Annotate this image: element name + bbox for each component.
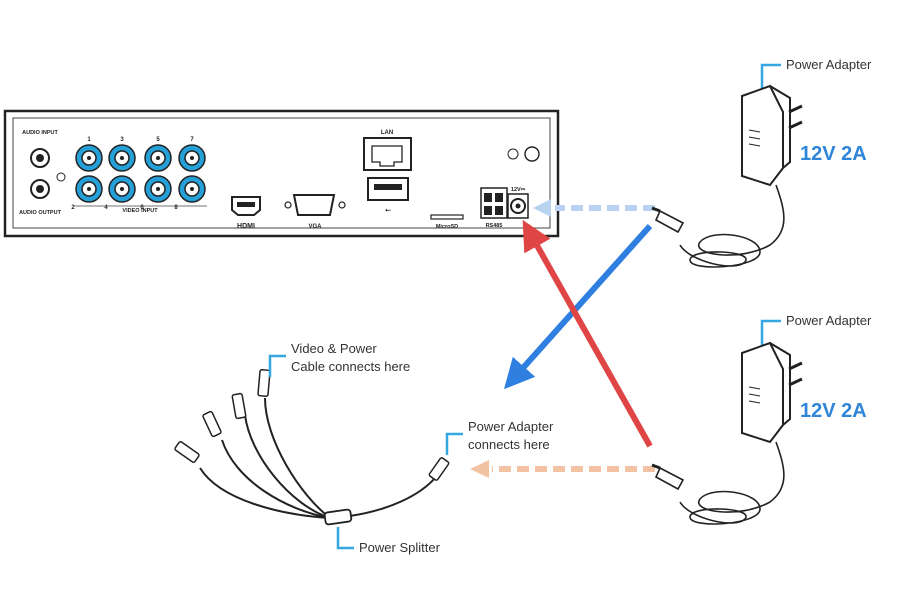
- bnc-video-port: [144, 144, 172, 172]
- adapter-connect-label-1: Power Adapter: [468, 419, 554, 434]
- bnc-video-port: [178, 144, 206, 172]
- video-input-label: VIDEO INPUT: [122, 208, 158, 214]
- bnc-video-port: [75, 175, 103, 203]
- hdmi-port: HDMI: [231, 196, 261, 230]
- audio-input-label: AUDIO INPUT: [22, 130, 58, 136]
- dc-power-jack: 12V⎓: [507, 187, 529, 219]
- rs485-label: RS485: [486, 223, 503, 229]
- power-splitter: Video & Power Cable connects here Power …: [174, 341, 554, 555]
- audio-output-port: AUDIO OUTPUT: [19, 179, 62, 216]
- audio-output-label: AUDIO OUTPUT: [19, 210, 62, 216]
- lan-label: LAN: [381, 130, 393, 136]
- channel-number-label: 5: [156, 137, 160, 143]
- adapter-top-rating: 12V 2A: [800, 143, 867, 165]
- adapter-connect-label-2: connects here: [468, 437, 550, 452]
- power-adapter-top: Power Adapter 12V 2A: [651, 57, 872, 268]
- dashed-blue-arrow: [533, 199, 655, 217]
- rs485-terminal: RS485: [480, 187, 508, 229]
- power-splitter-label: Power Splitter: [359, 540, 441, 555]
- usb-icon: ⭠: [385, 207, 391, 214]
- channel-number-label: 7: [190, 137, 194, 143]
- channel-number-label: 8: [174, 205, 178, 211]
- video-input-ports: 1 3 5 7 2 4 6 8: [71, 137, 206, 211]
- channel-number-label: 3: [120, 137, 124, 143]
- adapter-bottom-rating: 12V 2A: [800, 400, 867, 422]
- bnc-video-port: [75, 144, 103, 172]
- lan-port: LAN: [363, 130, 412, 171]
- usb-port: ⭠: [367, 177, 409, 214]
- hdmi-label: HDMI: [237, 223, 255, 230]
- video-power-label-1: Video & Power: [291, 341, 377, 356]
- bnc-video-port: [144, 175, 172, 203]
- ground-icon: [56, 172, 66, 182]
- bnc-video-port: [108, 144, 136, 172]
- channel-number-label: 2: [71, 205, 75, 211]
- bnc-video-port: [178, 175, 206, 203]
- channel-number-label: 1: [87, 137, 91, 143]
- bnc-video-port: [108, 175, 136, 203]
- vga-label: VGA: [308, 224, 322, 230]
- power-adapter-bottom: Power Adapter 12V 2A: [651, 313, 872, 525]
- video-power-label-2: Cable connects here: [291, 359, 410, 374]
- ground-screw-icon: [507, 148, 519, 160]
- audio-input-port: AUDIO INPUT: [22, 130, 59, 168]
- channel-number-label: 4: [104, 205, 108, 211]
- blue-arrow: [503, 223, 653, 390]
- adapter-bottom-label: Power Adapter: [786, 313, 872, 328]
- microsd-label: MicroSD: [436, 224, 458, 230]
- channel-number-label: 6: [140, 205, 144, 211]
- dashed-orange-arrow: [470, 460, 655, 478]
- vga-port: VGA: [284, 194, 346, 230]
- microsd-slot: MicroSD: [430, 214, 464, 230]
- power-rating-label: 12V⎓: [511, 187, 526, 193]
- adapter-top-label: Power Adapter: [786, 57, 872, 72]
- power-switch: [524, 146, 540, 162]
- red-arrow: [522, 219, 653, 448]
- dvr-rear-panel: AUDIO INPUT AUDIO OUTPUT 1 3 5 7 2 4 6 8 VIDEO …: [3, 109, 560, 238]
